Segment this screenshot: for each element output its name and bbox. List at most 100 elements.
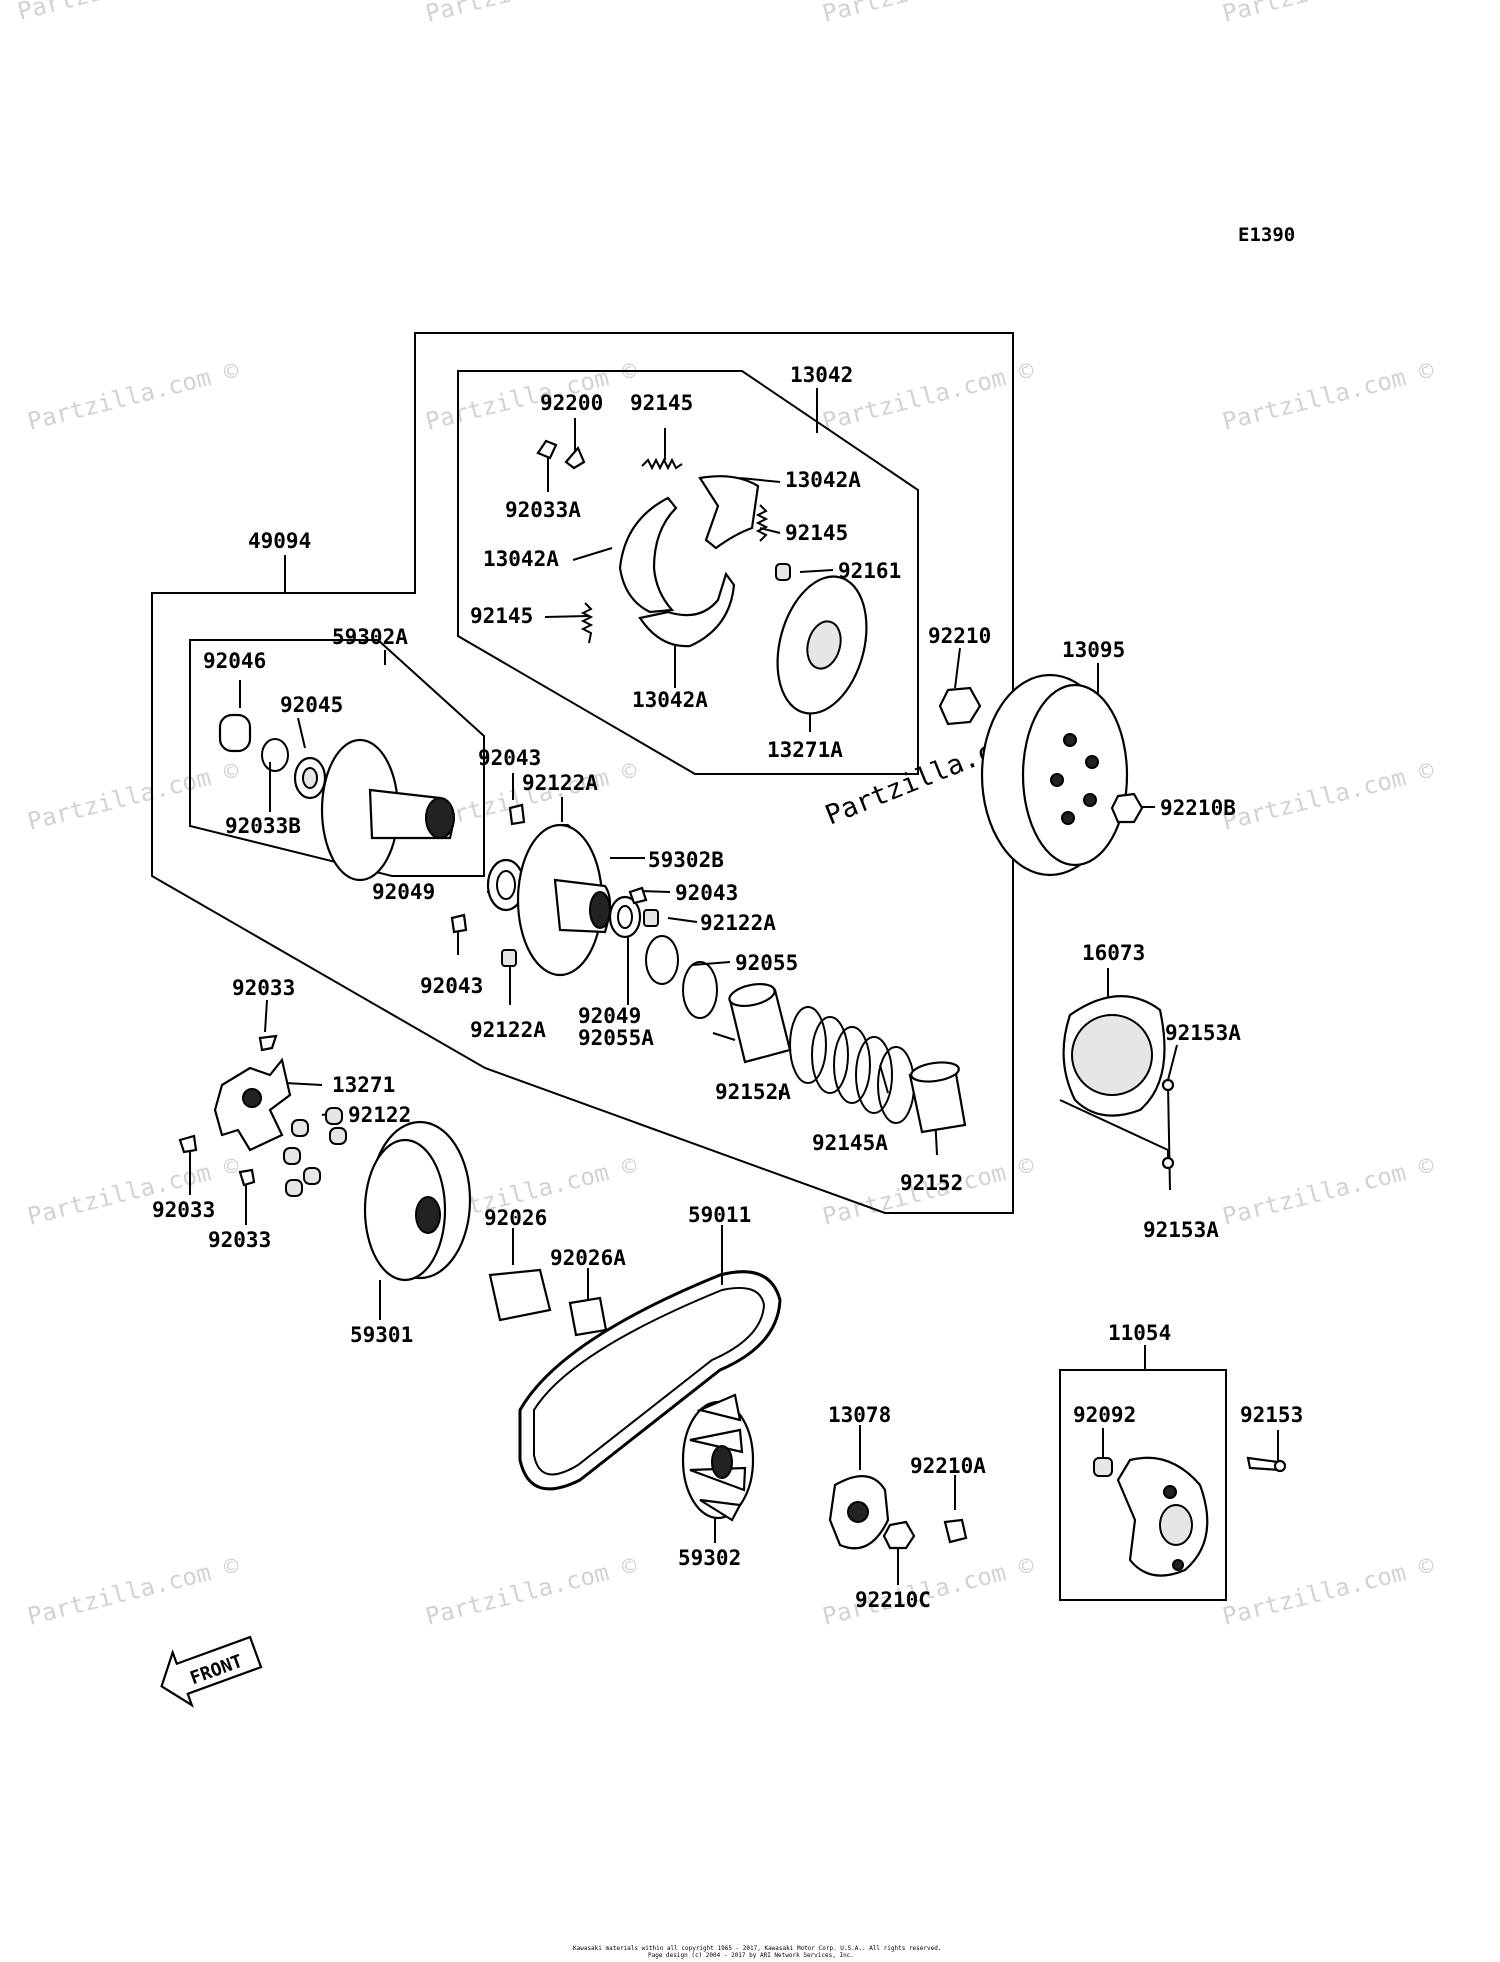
part-label-92043: 92043	[478, 746, 541, 770]
part-label-92145A: 92145A	[812, 1131, 888, 1155]
pin-shape	[628, 886, 648, 905]
part-label-92049: 92049	[372, 880, 435, 904]
watermark: Partzilla.com ©	[25, 1551, 243, 1631]
front-arrow: FRONT	[160, 1635, 263, 1708]
roller-weight-shape	[291, 1119, 309, 1137]
pin-shape	[450, 913, 468, 934]
clutch-shoe-shape	[618, 496, 678, 614]
page-design-line: Page design (c) 2004 - 2017 by ARI Netwo…	[648, 1952, 854, 1959]
slider-shape	[643, 909, 659, 927]
part-label-59011: 59011	[688, 1203, 751, 1227]
part-label-92046: 92046	[203, 649, 266, 673]
outline-11054	[1059, 1369, 1227, 1601]
part-label-92210: 92210	[928, 624, 991, 648]
part-label-49094: 49094	[248, 529, 311, 553]
watermark: Partzilla.com ©	[25, 356, 243, 436]
part-label-13042A: 13042A	[632, 688, 708, 712]
watermark: Partzilla.com ©	[1220, 1551, 1438, 1631]
fan-shape	[681, 1393, 755, 1522]
part-label-13042A: 13042A	[483, 547, 559, 571]
circlip-shape	[261, 738, 289, 772]
part-label-59302: 59302	[678, 1546, 741, 1570]
spring-shape	[755, 504, 769, 542]
part-label-92152A: 92152A	[715, 1080, 791, 1104]
collar-shape	[1093, 1457, 1113, 1477]
watermark: Partzilla.com ©	[423, 356, 641, 436]
copyright-line: Kawasaki materials within all copyright …	[573, 1945, 941, 1952]
part-label-59301: 59301	[350, 1323, 413, 1347]
watermark: Partzilla.com ©	[1220, 1151, 1438, 1231]
clip-shape	[238, 1168, 256, 1187]
part-label-92033: 92033	[232, 976, 295, 1000]
part-label-92049: 92049	[578, 1004, 641, 1028]
part-label-13095: 13095	[1062, 638, 1125, 662]
nut-shape	[1110, 792, 1144, 824]
part-label-92055A: 92055A	[578, 1026, 654, 1050]
bearing-shape	[218, 713, 252, 753]
part-label-92122A: 92122A	[700, 911, 776, 935]
part-label-92045: 92045	[280, 693, 343, 717]
part-label-92200: 92200	[540, 391, 603, 415]
part-label-92043: 92043	[420, 974, 483, 998]
o-ring-shape	[682, 961, 718, 1019]
outline-13042	[457, 370, 919, 775]
part-label-92033B: 92033B	[225, 814, 301, 838]
part-label-92122A: 92122A	[470, 1018, 546, 1042]
part-label-92033: 92033	[152, 1198, 215, 1222]
part-label-92145: 92145	[470, 604, 533, 628]
part-label-59302A: 59302A	[332, 625, 408, 649]
watermark: Partzilla.com ©	[25, 756, 243, 836]
part-label-92152: 92152	[900, 1171, 963, 1195]
part-label-92145: 92145	[785, 521, 848, 545]
part-label-92026A: 92026A	[550, 1246, 626, 1270]
spring-shape	[789, 1006, 827, 1084]
roller-weight-shape	[329, 1127, 347, 1145]
part-shapes	[178, 439, 1287, 1577]
clip-shape	[178, 1134, 198, 1154]
part-label-13042: 13042	[790, 363, 853, 387]
spring-shape	[641, 457, 683, 471]
part-label-92153A: 92153A	[1165, 1021, 1241, 1045]
watermark: Partzilla.com ©	[15, 0, 233, 26]
part-label-92153A: 92153A	[1143, 1218, 1219, 1242]
part-label-92210B: 92210B	[1160, 796, 1236, 820]
clip-shape	[258, 1034, 278, 1052]
part-label-92153: 92153	[1240, 1403, 1303, 1427]
part-label-92092: 92092	[1073, 1403, 1136, 1427]
nut-shape	[882, 1520, 916, 1550]
part-label-92161: 92161	[838, 559, 901, 583]
watermark: Partzilla.com ©	[1220, 756, 1438, 836]
roller-weight-shape	[283, 1147, 301, 1165]
outline-49094	[151, 332, 1014, 1214]
pin-shape	[508, 803, 526, 826]
watermark: Partzilla.com ©	[423, 1551, 641, 1631]
part-label-13271A: 13271A	[767, 738, 843, 762]
clip-shape	[536, 439, 558, 460]
part-label-92210A: 92210A	[910, 1454, 986, 1478]
part-label-92033A: 92033A	[505, 498, 581, 522]
watermark: Partzilla.com ©	[1220, 356, 1438, 436]
part-label-92055: 92055	[735, 951, 798, 975]
watermark: Partzilla.com ©	[423, 0, 641, 28]
part-label-11054: 11054	[1108, 1321, 1171, 1345]
drive-plate-hub-shape	[806, 620, 842, 670]
clutch-housing-face-shape	[1021, 683, 1129, 867]
clip-shape	[564, 445, 586, 470]
slider-shape	[501, 949, 517, 967]
part-label-92033: 92033	[208, 1228, 271, 1252]
sleeve-shape	[568, 1296, 608, 1337]
drive-belt-shape	[518, 1270, 782, 1491]
front-arrow-shape	[160, 1635, 263, 1708]
roller-weight-shape	[285, 1179, 303, 1197]
part-label-59302B: 59302B	[648, 848, 724, 872]
part-label-16073: 16073	[1082, 941, 1145, 965]
roller-weight-shape	[325, 1107, 343, 1125]
roller-weight-shape	[303, 1167, 321, 1185]
spring-shape	[580, 602, 594, 644]
outline-59302A	[189, 639, 485, 877]
watermark: Partzilla.com ©	[1220, 0, 1438, 28]
part-labels: 49094 13042 92200 92145 13042A 92033A 92…	[152, 363, 1303, 1612]
part-label-13078: 13078	[828, 1403, 891, 1427]
nut-shape	[938, 686, 982, 726]
